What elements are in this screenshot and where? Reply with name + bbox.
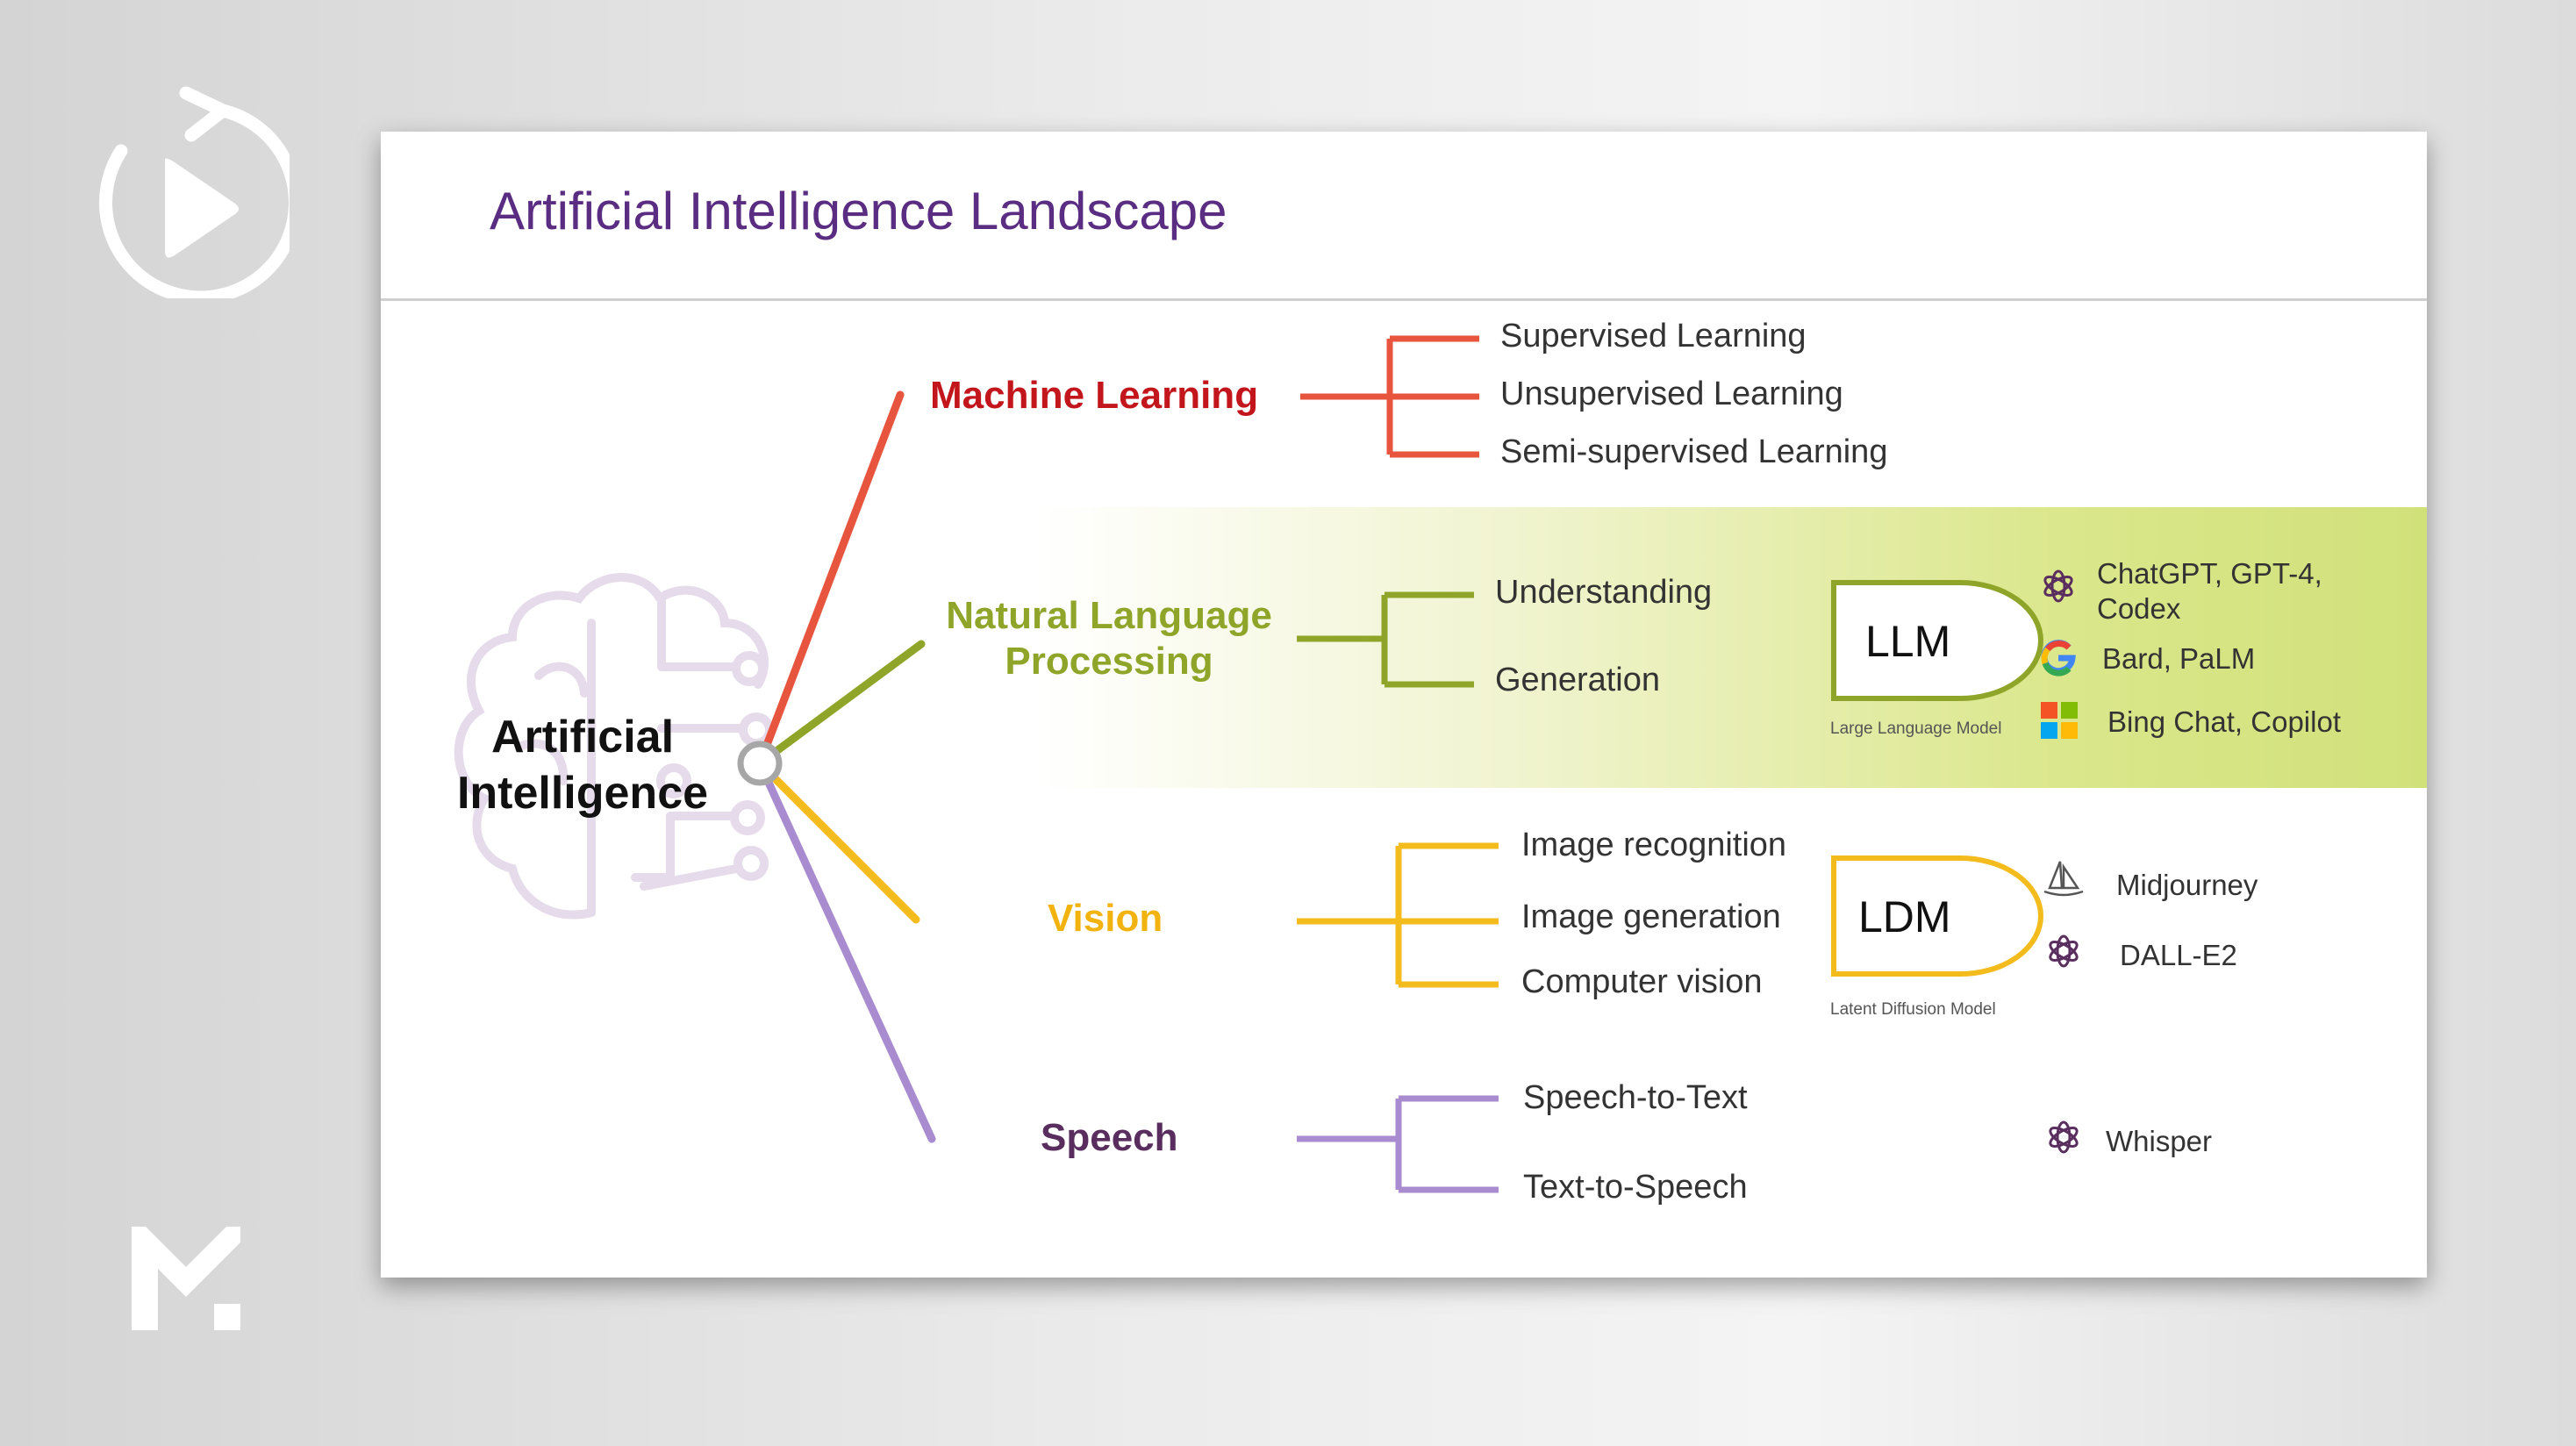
ml-item: Semi-supervised Learning [1500,433,1888,470]
replay-icon[interactable] [79,74,290,298]
branch-machine-learning [755,390,905,768]
ldm-label: LDM [1858,892,1951,941]
category-machine-learning: Machine Learning [930,374,1259,417]
branch-nlp [755,640,926,768]
speech-item: Text-to-Speech [1523,1169,1748,1206]
midjourney-icon [2043,861,2084,897]
microsoft-icon [2041,702,2078,739]
bracket-nlp [1297,591,1474,688]
vision-item: Image generation [1521,898,1781,935]
llm-label: LLM [1865,617,1951,666]
root-node [737,741,783,786]
bracket-vision [1297,842,1499,988]
vision-item: Computer vision [1521,963,1763,1000]
google-icon [2041,640,2076,676]
ldm-shape [1831,855,2043,977]
llm-caption: Large Language Model [1830,719,2002,738]
category-nlp: Natural Language Processing [942,593,1276,684]
category-speech: Speech [1041,1116,1178,1159]
ml-item: Unsupervised Learning [1500,376,1843,412]
product-bing: Bing Chat, Copilot [2107,705,2341,738]
root-label-line1: Artificial [490,712,675,762]
title-divider [381,298,2427,301]
openai-icon [2049,1120,2079,1154]
slide-title: Artificial Intelligence Landscape [490,182,1227,240]
ml-item: Supervised Learning [1500,318,1807,354]
category-nlp-line2: Processing [1005,640,1213,683]
product-bard: Bard, PaLM [2102,642,2256,675]
ldm-caption: Latent Diffusion Model [1830,1000,1996,1019]
vision-item: Image recognition [1521,827,1787,863]
brand-logo [132,1227,240,1330]
openai-icon [2043,569,2073,603]
nlp-item: Generation [1495,662,1661,698]
root-label-line2: Intelligence [456,768,709,819]
openai-icon [2049,934,2079,968]
product-chatgpt-line2: Codex [2097,592,2181,625]
product-whisper: Whisper [2106,1125,2213,1157]
bracket-machine-learning [1300,335,1479,458]
diagram-connectors [454,335,2043,1193]
product-chatgpt-line1: ChatGPT, GPT-4, [2097,557,2322,590]
bracket-speech [1297,1095,1499,1193]
nlp-item: Understanding [1495,574,1713,611]
product-chatgpt: ChatGPT, GPT-4, Codex [2097,556,2322,626]
nlp-highlight-band [381,507,2427,788]
category-nlp-line1: Natural Language [946,594,1272,637]
product-midjourney: Midjourney [2116,869,2258,901]
slide: Artificial Intelligence Landscape [381,132,2427,1278]
product-dalle: DALL-E2 [2120,939,2237,971]
branch-vision [755,759,920,924]
brain-icon [454,573,774,920]
speech-item: Speech-to-Text [1523,1079,1748,1116]
category-vision: Vision [1048,897,1163,940]
root-label: Artificial Intelligence [433,709,732,821]
llm-shape [1831,580,2043,701]
branch-speech [755,759,936,1143]
